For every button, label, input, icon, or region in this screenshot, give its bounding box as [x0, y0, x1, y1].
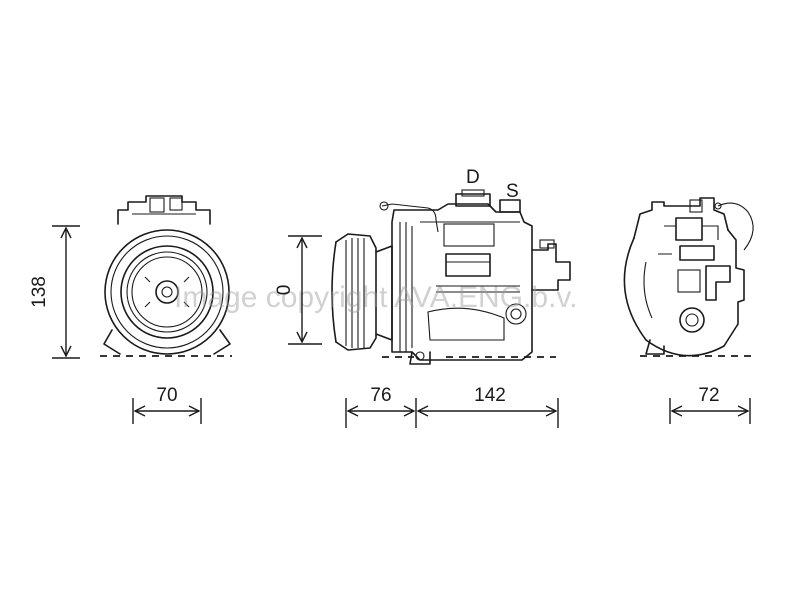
dim-side-clutch-length: 76 — [345, 385, 417, 428]
dim-rear-width-label: 72 — [698, 385, 719, 406]
dim-side-body-length-label: 142 — [474, 385, 506, 406]
dim-side-body-length: 142 — [418, 385, 559, 428]
front-view — [100, 195, 232, 357]
dim-front-width: 70 — [132, 385, 202, 424]
port-suction-label: S — [506, 181, 519, 202]
dim-side-height-label: 0 — [274, 285, 295, 296]
dim-rear-width: 72 — [669, 385, 751, 424]
dim-side-clutch-length-label: 76 — [370, 385, 391, 406]
dim-side-height: 0 — [274, 235, 322, 345]
watermark-text: Image copyright AVA.ENG.b.v. — [174, 281, 578, 314]
rear-view — [623, 197, 754, 357]
dim-front-width-label: 70 — [156, 385, 177, 406]
dim-front-height-label: 138 — [29, 276, 50, 308]
dim-front-height: 138 — [29, 225, 80, 359]
side-view — [331, 189, 571, 365]
port-discharge-label: D — [466, 167, 480, 188]
